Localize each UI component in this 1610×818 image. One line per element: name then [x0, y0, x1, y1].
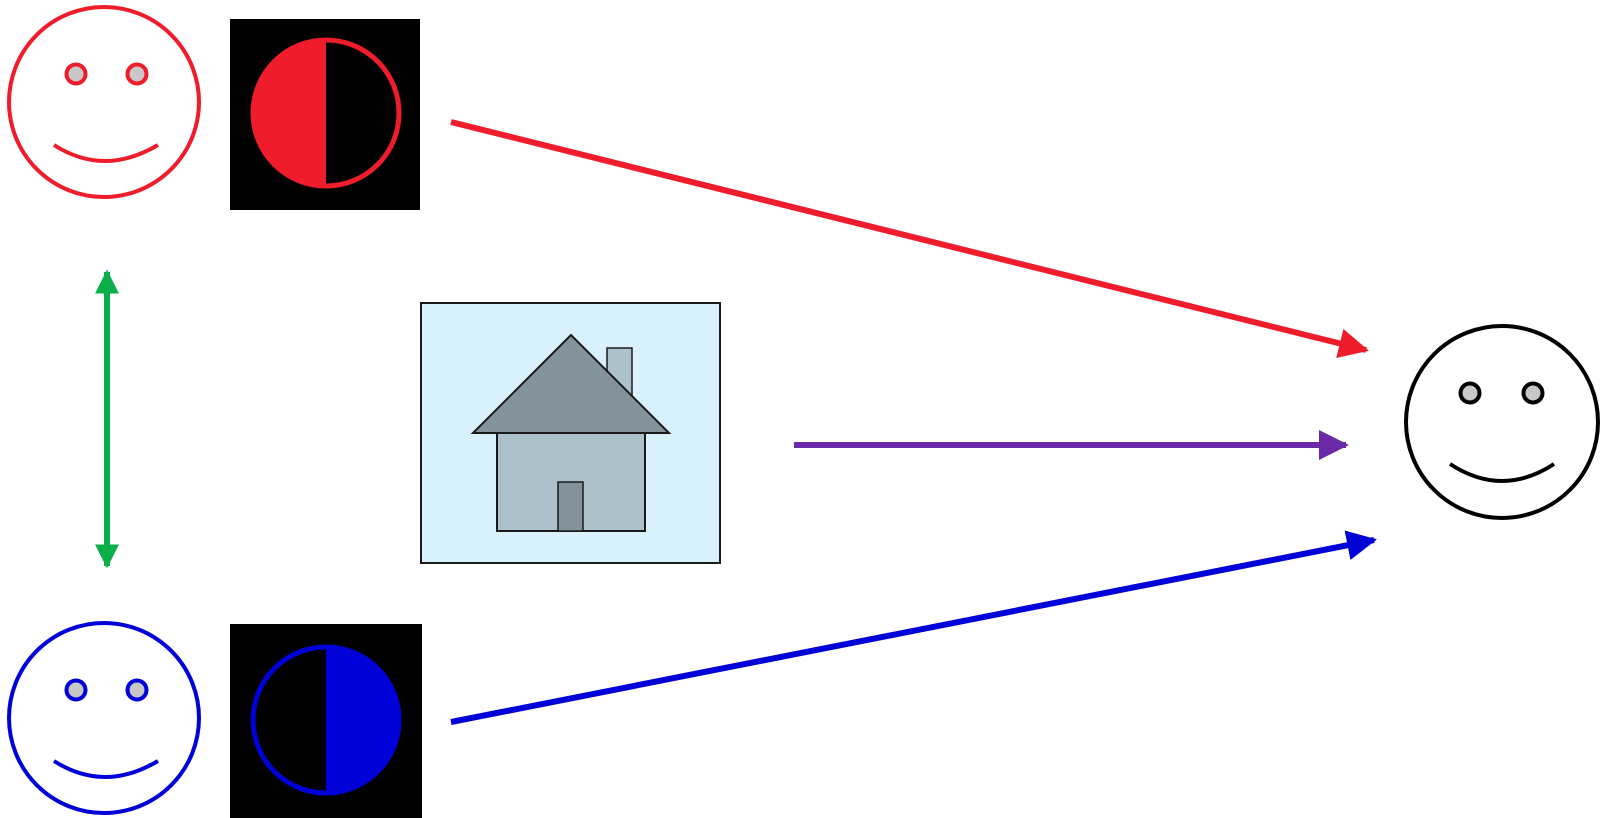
red-person-smiley-face-icon — [7, 5, 201, 199]
token-filled-half — [326, 647, 399, 793]
token-filled-half — [253, 40, 326, 186]
house-icon — [420, 302, 721, 564]
left-eye — [64, 62, 88, 86]
blue-half-filled-circle-icon — [230, 624, 422, 818]
right-eye — [125, 678, 149, 702]
left-eye — [1458, 381, 1482, 405]
face-outline — [1404, 324, 1600, 520]
face-outline — [7, 5, 201, 199]
smile — [1448, 462, 1556, 483]
smile — [52, 759, 160, 779]
house-door — [557, 481, 584, 532]
target-person-smiley-face-icon — [1404, 324, 1600, 520]
blue-person-smiley-face-icon — [7, 621, 201, 815]
red-arrow — [450, 119, 1369, 359]
house-roof — [470, 333, 672, 434]
face-outline — [7, 621, 201, 815]
smile — [52, 143, 160, 163]
blue-arrow — [450, 530, 1377, 725]
right-eye — [125, 62, 149, 86]
left-eye — [64, 678, 88, 702]
red-half-filled-circle-icon — [230, 19, 420, 210]
right-eye — [1521, 381, 1545, 405]
